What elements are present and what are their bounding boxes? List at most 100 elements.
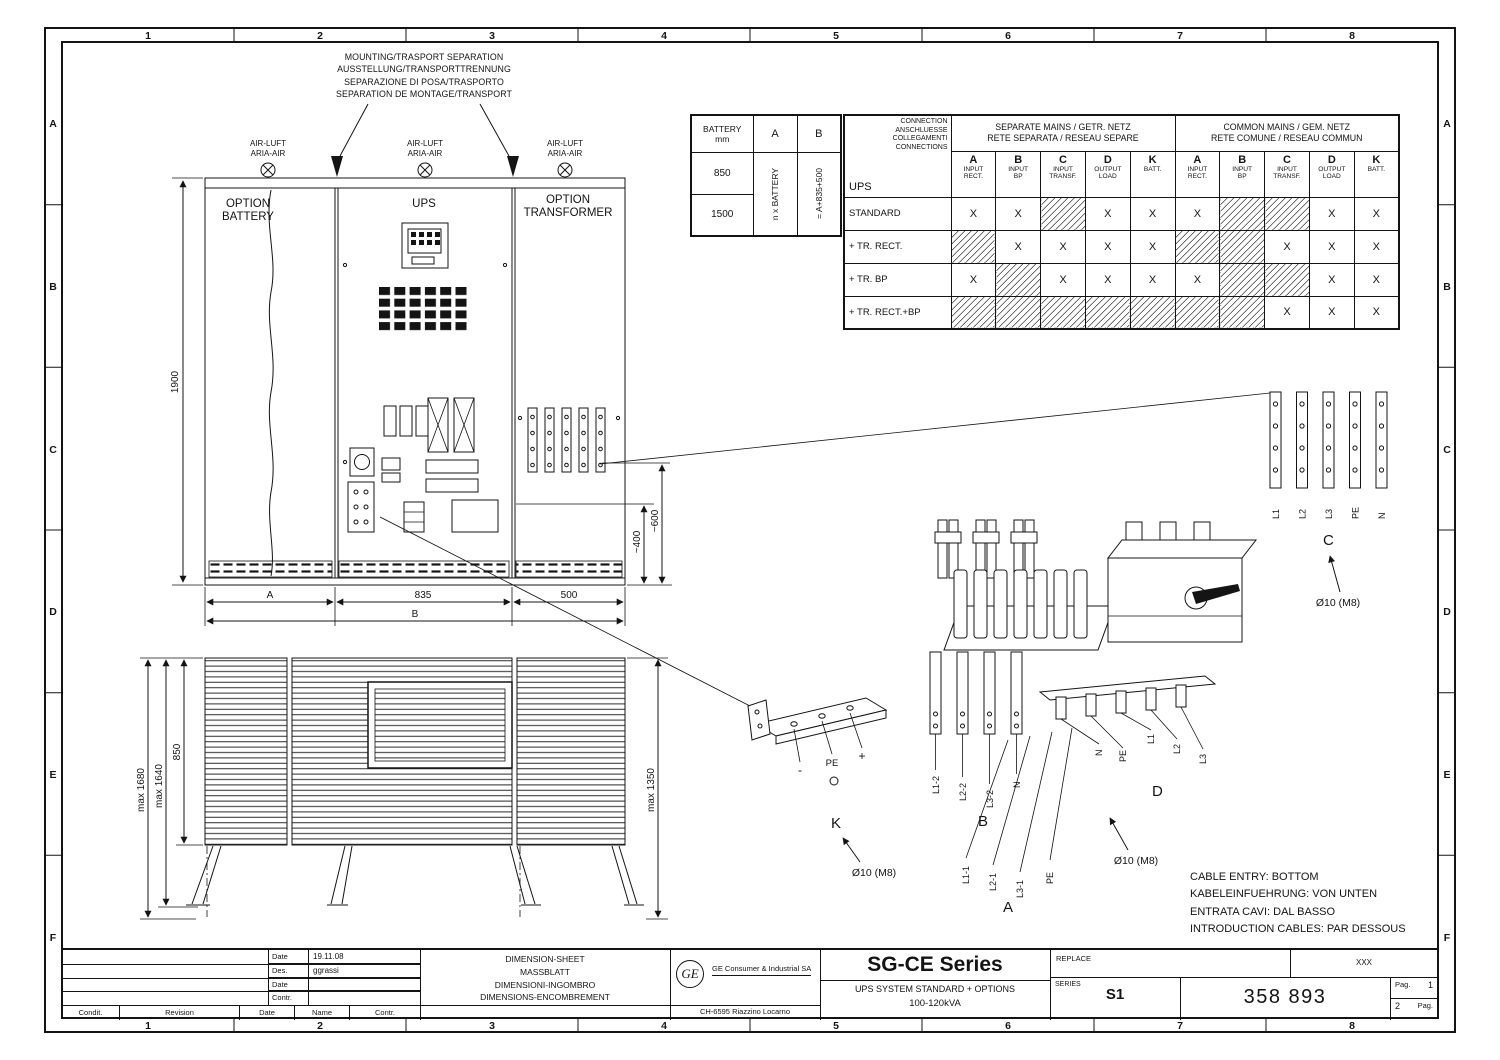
polarity-plus-label: + [858, 749, 865, 763]
replace-label: REPLACE [1056, 954, 1092, 963]
dim-b: B [412, 609, 419, 620]
detail-c: L1 L2 L3 PE N C Ø10 (M8) [1269, 391, 1388, 609]
bottom-view: 850 max 1640 max 1680 max 1350 [136, 657, 668, 920]
row-label: + TR. RECT. [843, 229, 952, 264]
conn-cell: X [1264, 295, 1310, 330]
product-series-title: SG-CE Series [867, 953, 1003, 976]
conn-cell [1219, 229, 1266, 264]
conn-cell [950, 295, 997, 330]
conn-cell [1219, 295, 1266, 330]
ruler-col: 2 [317, 30, 323, 42]
separation-note-line: SEPARATION DE MONTAGE/TRANSPORT [336, 89, 512, 100]
battery-col-a: A [752, 114, 798, 153]
ruler-col: 1 [145, 30, 151, 42]
conn-cell: X [1129, 229, 1176, 264]
ruler-row: B [49, 281, 57, 293]
terminal-label: L2 [1172, 744, 1182, 754]
document-number: 358 893 [1243, 986, 1327, 1008]
cable-entry-line: CABLE ENTRY: BOTTOM [1190, 871, 1319, 883]
ruler-row: E [49, 769, 56, 781]
terminal-label: N [1094, 750, 1104, 757]
conn-cell: X [1308, 196, 1355, 231]
product-subtitle: UPS SYSTEM STANDARD + OPTIONS [854, 984, 1016, 994]
transformer-section-label: TRANSFORMER [524, 207, 613, 219]
conn-cell [995, 262, 1042, 297]
detail-main-assembly: L1-2 L2-2 L3-2 N B N PE L1 L2 L3 D Ø10 (… [929, 519, 1258, 916]
conn-cell: X [995, 229, 1042, 264]
ruler-col: 8 [1349, 1020, 1355, 1032]
air-labels: AIR-LUFT ARIA-AIR AIR-LUFT ARIA-AIR AIR-… [250, 139, 583, 178]
front-view-dimensions: 1900 A 835 500 B ~600 ~400 [170, 177, 672, 626]
conn-cell [995, 295, 1042, 330]
separation-arrows [331, 103, 519, 177]
fan-icon [417, 162, 433, 178]
conn-cell: X [1308, 295, 1355, 330]
busbar-label: L2-1 [988, 873, 998, 891]
busbar-label: L2-2 [958, 783, 968, 801]
air-label: ARIA-AIR [548, 149, 583, 158]
fan-icon [260, 162, 276, 178]
ruler-row: F [1444, 932, 1451, 944]
pe-label: PE [826, 758, 839, 769]
air-label: ARIA-AIR [408, 149, 443, 158]
conn-cell [1174, 295, 1221, 330]
conn-cell: X [1353, 295, 1400, 330]
leader-lines [379, 392, 1271, 707]
ruler-col: 3 [489, 1020, 495, 1032]
detail-letter-b: B [978, 813, 988, 830]
ups-section-label: UPS [412, 198, 436, 210]
sheet-title: DIMENSION-SHEET MASSBLATT DIMENSIONI-ING… [480, 954, 610, 1003]
busbar-label: L3 [1324, 509, 1334, 519]
ruler-col: 3 [489, 30, 495, 42]
battery-note-b: = A+835+500 [796, 151, 842, 237]
busbar-label: L3-1 [1015, 880, 1025, 898]
battery-section-label: OPTION [226, 198, 270, 210]
terminal-label: PE [1118, 750, 1128, 762]
ruler-row: B [1443, 281, 1451, 293]
conn-cell [1040, 196, 1086, 231]
busbar-label: L2 [1298, 509, 1308, 519]
row-label: + TR. RECT.+BP [843, 295, 952, 330]
air-label: AIR-LUFT [250, 139, 286, 148]
row-label: STANDARD [843, 196, 952, 231]
busbar-label: N [1012, 782, 1022, 789]
terminal-label: L3 [1198, 754, 1208, 764]
cable-entry-note: CABLE ENTRY: BOTTOM KABELEINFUEHRUNG: VO… [1190, 869, 1450, 939]
ruler-row: A [1443, 118, 1451, 130]
bolt-size-label: Ø10 (M8) [852, 867, 896, 879]
air-label: AIR-LUFT [547, 139, 583, 148]
conn-cell: X [1308, 262, 1355, 297]
ruler-col: 7 [1177, 30, 1183, 42]
row-label: + TR. BP [843, 262, 952, 297]
ruler-col: 4 [661, 1020, 667, 1032]
conn-cell: X [1353, 196, 1400, 231]
busbar-label: L3-2 [985, 790, 995, 808]
busbar-label: PE [1351, 507, 1361, 519]
ruler-row: E [1443, 769, 1450, 781]
conn-cell: X [950, 262, 997, 297]
ruler-row: F [50, 932, 57, 944]
bolt-size-label: Ø10 (M8) [1114, 855, 1158, 867]
busbar-label: L1 [1271, 509, 1281, 519]
fan-icon [557, 162, 573, 178]
separation-note: MOUNTING/TRASPORT SEPARATION AUSSTELLUNG… [324, 51, 524, 101]
dim-835: 835 [415, 590, 432, 601]
cable-entry-line: ENTRATA CAVI: DAL BASSO [1190, 905, 1336, 918]
separation-note-line: MOUNTING/TRASPORT SEPARATION [344, 52, 504, 62]
ruler-col: 8 [1349, 30, 1355, 42]
conn-cell [1264, 196, 1310, 231]
conn-cell [1219, 262, 1266, 297]
series-value: S1 [1105, 986, 1125, 1003]
